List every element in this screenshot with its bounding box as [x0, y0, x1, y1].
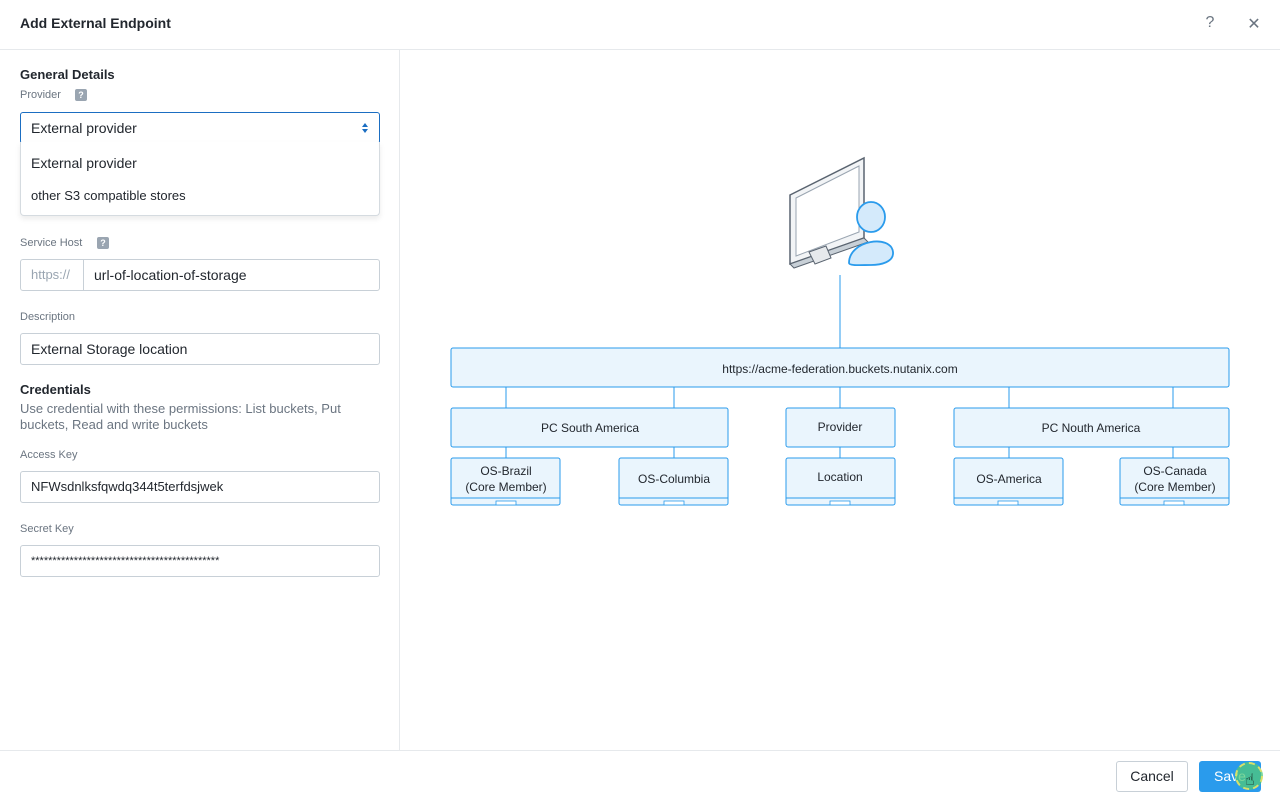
- credentials-description: Use credential with these permissions: L…: [20, 401, 341, 432]
- topology-diagram-panel: https://acme-federation.buckets.nutanix.…: [401, 50, 1280, 750]
- provider-option-external[interactable]: External provider: [31, 155, 137, 171]
- general-details-heading: General Details: [20, 67, 115, 82]
- topology-diagram: https://acme-federation.buckets.nutanix.…: [450, 156, 1230, 506]
- group-box-provider: [785, 407, 896, 448]
- leaf-label-location: Location: [817, 470, 862, 484]
- group-label-south-america: PC South America: [541, 421, 639, 435]
- access-key-label: Access Key: [20, 449, 78, 461]
- leaf-label-os-brazil: OS-Brazil: [480, 464, 531, 478]
- provider-option-s3-compatible[interactable]: other S3 compatible stores: [31, 188, 186, 203]
- leaf-box-os-columbia: [618, 457, 729, 506]
- provider-label: Provider: [20, 89, 61, 101]
- service-host-value: url-of-location-of-storage: [94, 267, 247, 283]
- secret-key-label: Secret Key: [20, 523, 74, 535]
- group-box-north-america: [953, 407, 1230, 448]
- dialog-footer: Cancel Save: [0, 750, 1280, 800]
- description-label: Description: [20, 311, 76, 323]
- service-host-label: Service Host: [20, 237, 83, 249]
- provider-dropdown-menu: External provider other S3 compatible st…: [20, 142, 380, 216]
- leaf-sublabel-os-canada: (Core Member): [1134, 480, 1215, 494]
- provider-selected-value: External provider: [31, 120, 137, 136]
- group-label-north-america: PC Nouth America: [1042, 421, 1141, 435]
- leaf-box-os-brazil: [450, 457, 561, 506]
- leaf-box-os-canada: [1119, 457, 1230, 506]
- root-url-text: https://acme-federation.buckets.nutanix.…: [722, 362, 957, 376]
- leaf-label-os-america: OS-America: [976, 472, 1042, 486]
- leaf-box-os-america: [953, 457, 1064, 506]
- service-host-input[interactable]: https:// url-of-location-of-storage: [20, 259, 380, 291]
- service-host-help-icon[interactable]: ?: [97, 237, 109, 249]
- service-host-prefix: https://: [21, 260, 84, 290]
- cancel-button[interactable]: Cancel: [1116, 761, 1188, 792]
- select-arrows-icon: [361, 123, 369, 133]
- provider-select[interactable]: External provider: [20, 112, 380, 144]
- leaf-box-location: [785, 457, 896, 506]
- leaf-sublabel-os-brazil: (Core Member): [465, 480, 546, 494]
- close-icon[interactable]: ✕: [1247, 16, 1261, 33]
- description-input[interactable]: External Storage location: [20, 333, 380, 365]
- diagram-connectors: [505, 275, 1174, 458]
- provider-help-icon[interactable]: ?: [75, 89, 87, 101]
- click-indicator: [1235, 762, 1263, 790]
- dialog-title: Add External Endpoint: [20, 15, 171, 31]
- hand-pointer-icon: ☝: [1245, 772, 1255, 789]
- dialog-header: Add External Endpoint ? ✕: [0, 0, 1280, 50]
- credentials-heading: Credentials: [20, 382, 91, 397]
- leaf-label-os-canada: OS-Canada: [1143, 464, 1207, 478]
- root-url-box: [450, 347, 1230, 388]
- form-panel: General Details Provider ? External prov…: [0, 50, 400, 750]
- user-computer-icon: [789, 156, 894, 269]
- leaf-label-os-columbia: OS-Columbia: [638, 472, 710, 486]
- group-label-provider: Provider: [818, 420, 863, 434]
- group-box-south-america: [450, 407, 729, 448]
- help-icon[interactable]: ?: [1205, 14, 1215, 31]
- secret-key-input[interactable]: ****************************************…: [20, 545, 380, 577]
- access-key-input[interactable]: NFWsdnlksfqwdq344t5terfdsjwek: [20, 471, 380, 503]
